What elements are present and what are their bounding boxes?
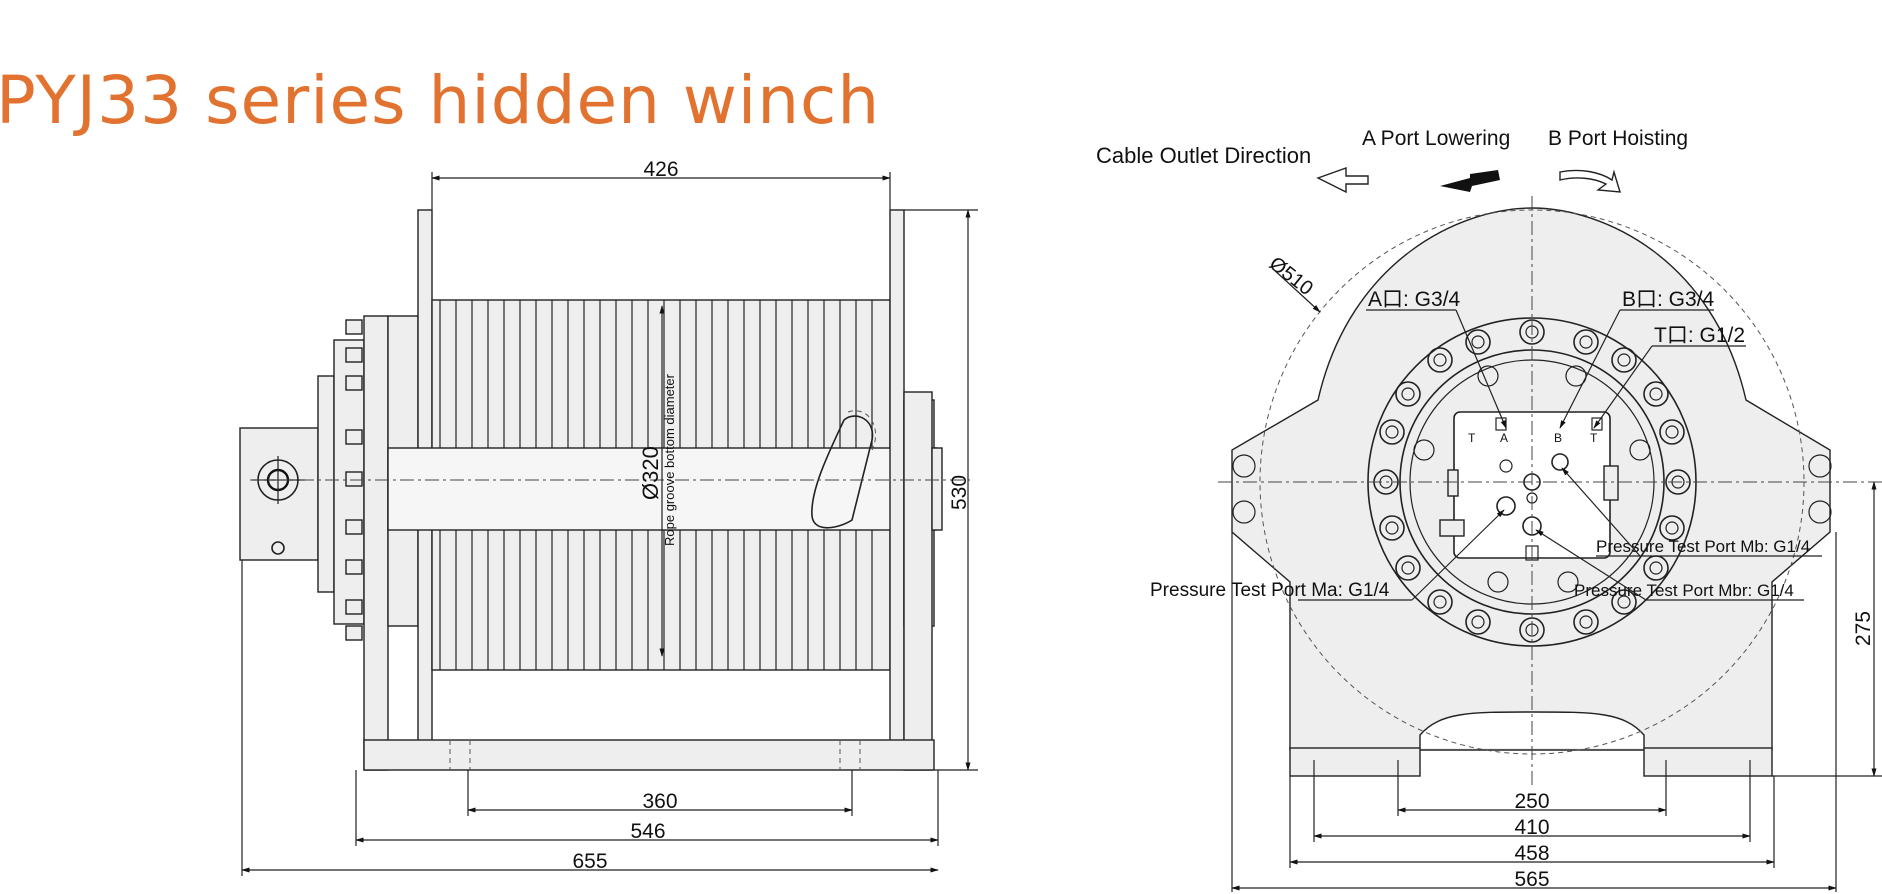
- diameter-label: Ø510: [1265, 253, 1317, 300]
- right-end-plate: [903, 391, 933, 771]
- front-view: Cable Outlet Direction A Port Lowering B…: [1096, 127, 1882, 892]
- valve-port-t2: T: [1590, 431, 1598, 445]
- dim-groove-note: Rope groove bottom diameter: [662, 373, 677, 546]
- flange-bolts: [345, 319, 363, 641]
- flange-bolt-holes: [1373, 319, 1691, 643]
- valve-port-a: A: [1500, 431, 1508, 445]
- right-foot: [1643, 747, 1773, 777]
- page-title: PYJ33 series hidden winch: [0, 62, 881, 139]
- port-a-label: A口: G3/4: [1368, 288, 1461, 311]
- hoisting-arrow-icon: [1559, 169, 1621, 193]
- dim-250: 250: [1514, 790, 1549, 813]
- dim-top-width: 426: [643, 158, 678, 181]
- flange-ring: [317, 375, 335, 593]
- b-port-label: B Port Hoisting: [1548, 127, 1688, 150]
- valve-port-t1: T: [1468, 431, 1476, 445]
- test-port-mbr-label: Pressure Test Port Mbr: G1/4: [1574, 581, 1794, 600]
- dim-410: 410: [1514, 816, 1549, 839]
- right-drum-flange: [889, 209, 905, 757]
- left-foot: [1289, 747, 1421, 777]
- dim-base-546: 546: [630, 820, 665, 843]
- side-view: Ø320 Rope groove bottom diameter 426 530…: [239, 158, 978, 876]
- dim-groove-diameter: Ø320: [638, 446, 663, 500]
- test-port-ma-label: Pressure Test Port Ma: G1/4: [1150, 580, 1390, 601]
- motor-small-bolt: [271, 541, 285, 555]
- port-t-label: T口: G1/2: [1654, 324, 1745, 347]
- dim-height: 530: [948, 475, 971, 510]
- dim-565: 565: [1514, 868, 1549, 891]
- cable-outlet-label: Cable Outlet Direction: [1096, 143, 1311, 168]
- dim-458: 458: [1514, 842, 1549, 865]
- a-port-label: A Port Lowering: [1362, 127, 1510, 150]
- lowering-arrow-icon: [1440, 170, 1500, 192]
- rope-anchor: [811, 415, 874, 529]
- dim-overall-655: 655: [572, 850, 607, 873]
- valve-port-b: B: [1554, 431, 1562, 445]
- base-plate: [363, 739, 935, 771]
- motor-block: [239, 427, 319, 561]
- dim-275: 275: [1852, 611, 1875, 646]
- cable-outlet-arrow-icon: [1316, 167, 1369, 194]
- left-end-plate: [363, 315, 389, 771]
- test-port-mb-label: Pressure Test Port Mb: G1/4: [1596, 537, 1810, 556]
- dim-base-360: 360: [642, 790, 677, 813]
- port-b-label: B口: G3/4: [1622, 288, 1715, 311]
